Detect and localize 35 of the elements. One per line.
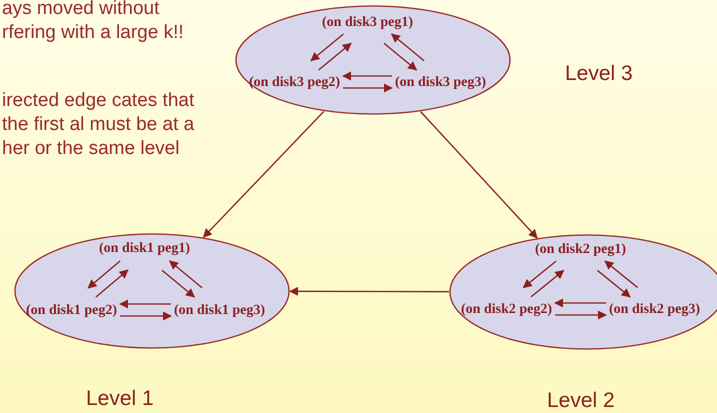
state-label: (on disk2 peg2) (461, 302, 552, 317)
arrow (343, 83, 393, 93)
arrow (522, 260, 556, 288)
state-label: (on disk3 peg2) (249, 75, 340, 90)
arrow (202, 110, 324, 238)
state-label: (on disk3 peg1) (322, 15, 414, 30)
arrow (597, 270, 631, 298)
arrow (289, 286, 449, 296)
arrow (87, 260, 121, 289)
level-label: Level 1 (86, 387, 154, 411)
arrow (162, 270, 196, 298)
state-label: (on disk2 peg1) (535, 242, 626, 257)
arrow (390, 33, 424, 62)
arrow (95, 269, 129, 298)
arrow (310, 34, 344, 62)
state-label: (on disk2 peg3) (609, 302, 700, 317)
arrow (554, 298, 606, 308)
level-label: Level 3 (565, 62, 633, 86)
arrow (342, 71, 392, 81)
note-text: irected edge cates that the first al must be at a her or the same level (2, 89, 196, 161)
arrow (384, 42, 418, 71)
state-label: (on disk1 peg1) (99, 241, 190, 256)
arrow (120, 311, 172, 321)
arrow (420, 111, 538, 239)
arrow (119, 299, 171, 309)
state-label: (on disk3 peg3) (395, 75, 486, 90)
state-label: (on disk1 peg3) (174, 303, 266, 318)
note-text: ays moved without rfering with a large k!! (2, 0, 185, 45)
arrow (318, 42, 352, 70)
arrow (530, 270, 564, 298)
level-label: Level 2 (547, 389, 615, 413)
arrow (604, 260, 638, 288)
arrow (555, 310, 607, 320)
state-label: (on disk1 peg2) (26, 303, 118, 318)
arrow (168, 260, 202, 288)
